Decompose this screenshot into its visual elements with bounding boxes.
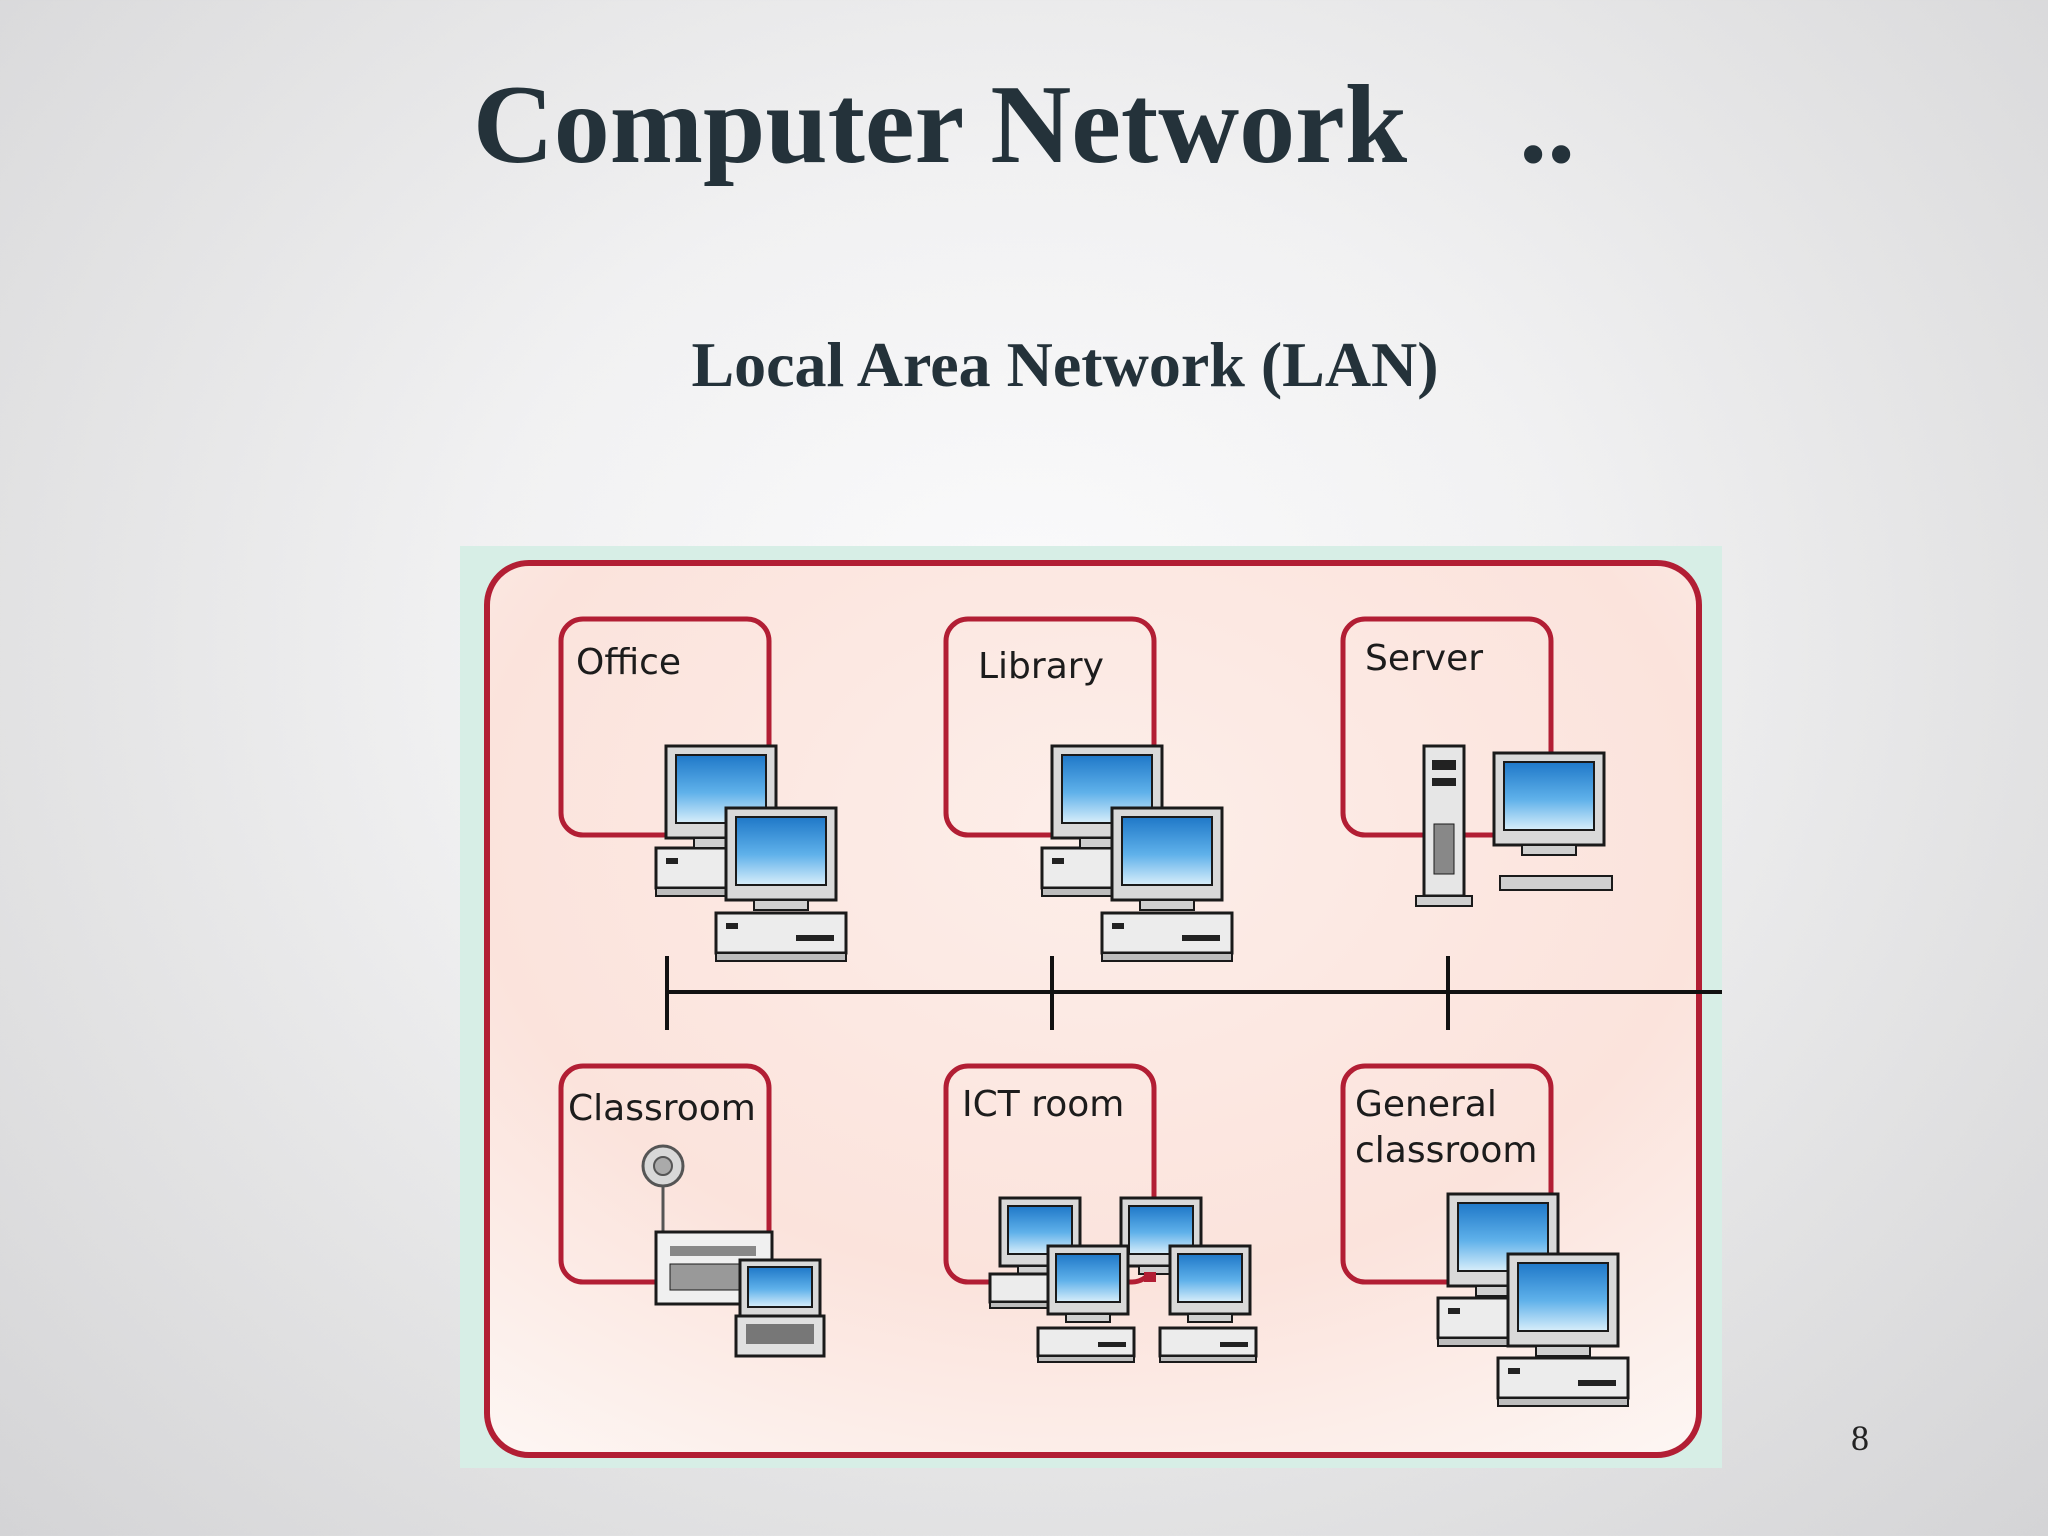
projector-icon: [641, 1144, 685, 1232]
lan-diagram: Office Library Server Classroom ICT room…: [460, 546, 1722, 1468]
page-number: 8: [1851, 1418, 1869, 1458]
room-label-server: Server: [1365, 638, 1483, 679]
room-label-classroom-2: classroom: [1355, 1130, 1538, 1171]
room-label-classroom: Classroom: [568, 1088, 756, 1129]
laptop-icon: [734, 1258, 826, 1358]
lan-boundary: [484, 560, 1702, 1458]
room-label-ict-room: ICT room: [962, 1084, 1124, 1125]
ict-room-computers-icon: [988, 1196, 1258, 1364]
network-bus: [665, 956, 1722, 1030]
server-tower-icon: [1414, 744, 1474, 908]
room-library-frame: [943, 616, 1157, 838]
slide-title: Computer Network ..: [472, 63, 1576, 187]
room-label-general: General: [1355, 1084, 1497, 1125]
server-monitor-icon: [1492, 751, 1613, 891]
room-label-library: Library: [978, 646, 1104, 687]
room-label-office: Office: [576, 642, 681, 683]
slide-subtitle: Local Area Network (LAN): [691, 329, 1439, 400]
